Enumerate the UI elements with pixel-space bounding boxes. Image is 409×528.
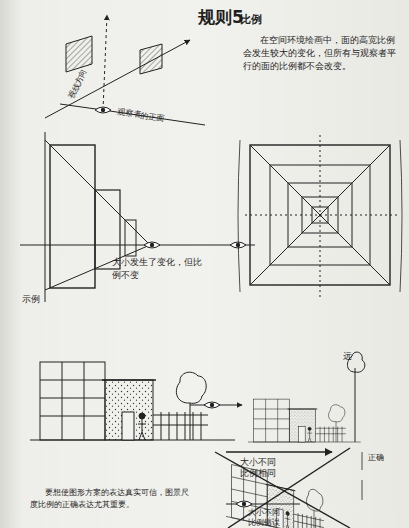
section-subtitle: 比例: [240, 12, 262, 27]
axis-label: 观察者的正面: [116, 106, 165, 124]
annotation: 正确: [368, 452, 384, 463]
page-title: 规则5: [198, 6, 244, 29]
annotation: 远: [343, 350, 352, 363]
body-paragraph: 在空间环境绘画中，面的高宽比例会发生较大的变化，但所有与观察者平行的面的比例都不…: [243, 34, 403, 74]
caption-note: 要想使图形方案的表达真实可信，图景尺度比例的正确表达尤其重要。: [30, 487, 195, 511]
annotation: 大小发生了变化，但比例不变: [112, 256, 208, 281]
annotation: 大小不同 比例错误: [248, 508, 288, 528]
annotation: 示例: [22, 293, 40, 306]
annotation: 大小不同 比例相同: [240, 457, 280, 479]
